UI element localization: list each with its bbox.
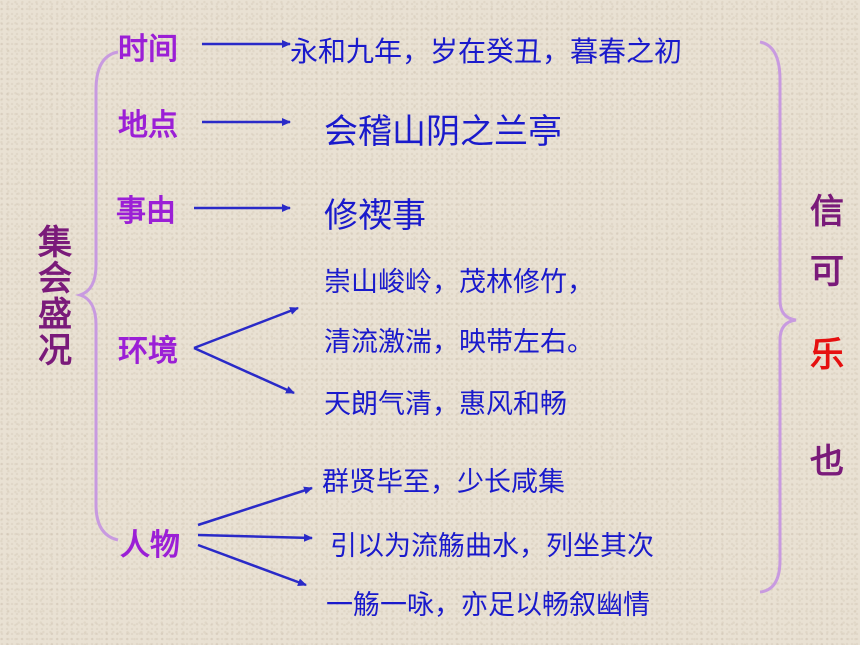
label-time: 时间 <box>118 32 178 67</box>
text-reason: 修禊事 <box>324 196 426 236</box>
arrow-scenery-down <box>193 346 295 395</box>
left-title-char: 集 <box>38 223 72 263</box>
left-title-char: 况 <box>38 331 72 371</box>
arrow-people-down <box>197 543 307 587</box>
text-people-2: 引以为流觞曲水，列坐其次 <box>330 531 654 562</box>
label-reason: 事由 <box>116 194 176 229</box>
right-brace <box>759 40 797 594</box>
text-people-1: 群贤毕至，少长咸集 <box>322 467 565 498</box>
left-title-char: 盛 <box>38 295 72 335</box>
label-people: 人物 <box>120 528 180 563</box>
arrow-people-up <box>197 486 313 527</box>
text-scenery-1: 崇山峻岭，茂林修竹， <box>324 267 594 298</box>
right-title-char-accent: 乐 <box>810 335 844 375</box>
left-brace <box>74 50 119 542</box>
text-scenery-2: 清流激湍，映带左右。 <box>324 327 594 358</box>
text-people-3: 一觞一咏，亦足以畅叙幽情 <box>326 590 650 621</box>
left-title-char: 会 <box>38 259 72 299</box>
arrow-people-mid <box>197 533 313 542</box>
arrow-scenery-up <box>193 306 299 350</box>
text-place: 会稽山阴之兰亭 <box>324 112 562 152</box>
right-title-char: 信 <box>810 192 844 232</box>
label-scenery: 环境 <box>118 334 178 369</box>
text-time: 永和九年，岁在癸丑，暮春之初 <box>290 35 683 68</box>
right-title-char: 可 <box>810 252 844 292</box>
text-scenery-3: 天朗气清，惠风和畅 <box>324 389 567 420</box>
right-title-char: 也 <box>810 442 844 482</box>
label-place: 地点 <box>118 108 178 143</box>
